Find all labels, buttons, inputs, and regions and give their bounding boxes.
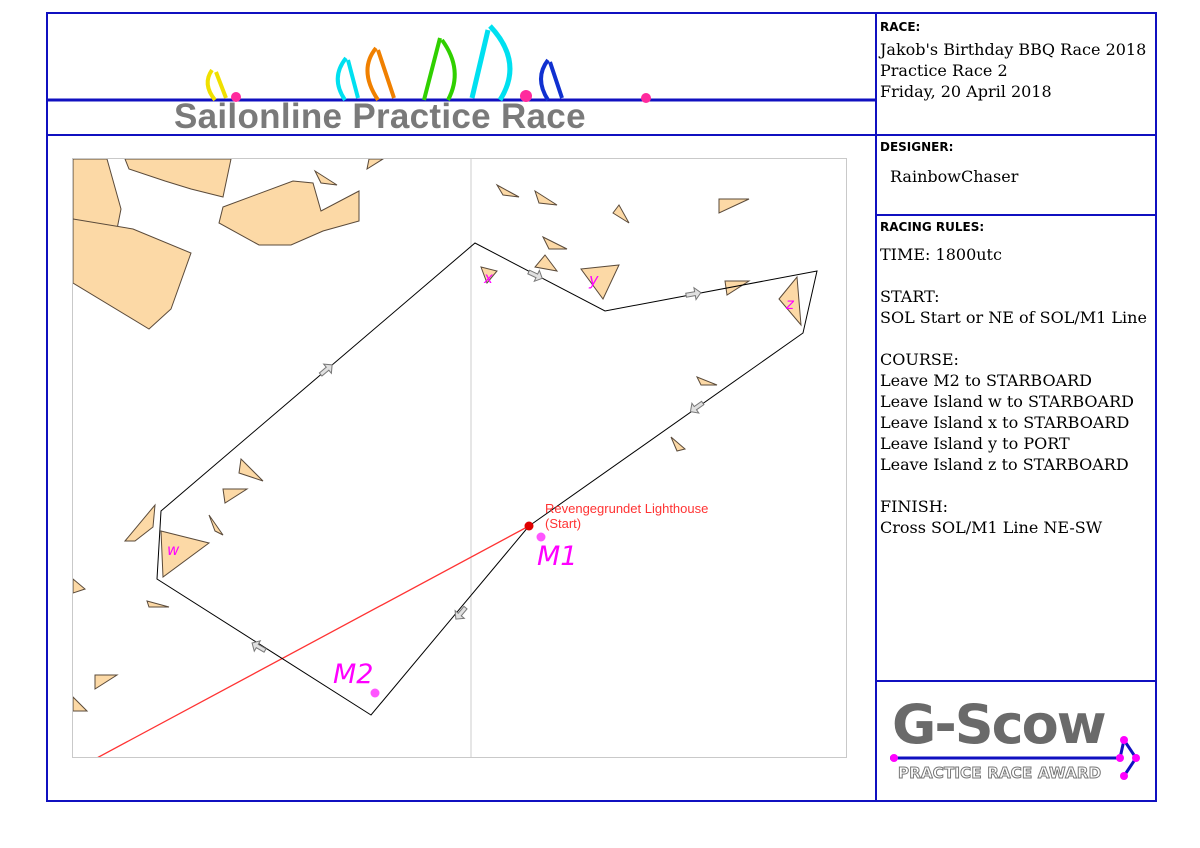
race-name: Jakob's Birthday BBQ Race 2018 [880, 40, 1147, 59]
start-label: (Start) [545, 516, 581, 531]
banner-mark-1 [231, 92, 241, 102]
banner-mark-2 [520, 90, 532, 102]
land-mass [495, 183, 520, 198]
land-mass [73, 159, 122, 240]
direction-arrow [685, 286, 702, 301]
land-mass [695, 376, 718, 386]
award-mark [1116, 754, 1124, 762]
land-mass [541, 235, 568, 250]
land-mass [580, 264, 620, 300]
land-mass [366, 159, 384, 171]
lighthouse-label: Revengegrundet Lighthouse [545, 501, 708, 516]
award-panel [875, 680, 1157, 802]
sail-orange [365, 46, 396, 102]
award-logo: G-Scow PRACTICE RACE AWARD [880, 684, 1152, 798]
land-mass [612, 204, 630, 224]
sail-yellow [205, 68, 228, 102]
rules-course-heading: COURSE: [880, 350, 959, 369]
mark-m2-label: M2 [333, 659, 373, 690]
island-z-label: z [785, 295, 795, 313]
rules-course-line: Leave M2 to STARBOARD [880, 371, 1092, 390]
designer-name: RainbowChaser [890, 167, 1019, 186]
rules-time: TIME: 1800utc [880, 245, 1002, 264]
direction-arrow [251, 640, 267, 653]
land-mass [146, 600, 170, 608]
course-route [156, 242, 818, 716]
direction-arrow [318, 363, 333, 377]
land-mass [208, 514, 224, 536]
sail-cyan-big [469, 24, 513, 102]
rules-course-line: Leave Island x to STARBOARD [880, 413, 1130, 432]
land-mass [778, 275, 802, 327]
award-hull-line [1118, 736, 1138, 777]
island-y-label: y [588, 270, 599, 289]
land-mass [238, 457, 264, 482]
mark-m2-dot [370, 688, 380, 698]
land-mass [160, 530, 211, 578]
land-mass [73, 696, 89, 712]
land-mass [123, 503, 156, 542]
award-title: G-Scow [892, 693, 1107, 756]
land-mass [73, 218, 192, 330]
award-mark [890, 754, 898, 762]
direction-arrow [689, 400, 705, 414]
award-graphic [890, 736, 1140, 780]
island-w-label: w [167, 541, 180, 559]
direction-arrow [527, 269, 543, 283]
course-map: Revengegrundet Lighthouse (Start) M1 M2 … [72, 158, 847, 758]
mark-m1-dot [536, 532, 546, 542]
race-date: Friday, 20 April 2018 [880, 82, 1052, 101]
award-mark [1120, 736, 1128, 744]
header-title: Sailonline Practice Race [174, 97, 586, 136]
rules-finish-text: Cross SOL/M1 Line NE-SW [880, 518, 1103, 537]
race-subtitle: Practice Race 2 [880, 61, 1008, 80]
rules-label: RACING RULES: [880, 220, 985, 234]
award-mark [1120, 772, 1128, 780]
rules-finish-heading: FINISH: [880, 497, 949, 516]
land-mass [534, 254, 559, 272]
banner-mark-3 [641, 93, 651, 103]
sail-cyan [335, 56, 360, 102]
map-svg: Revengegrundet Lighthouse (Start) M1 M2 … [73, 159, 818, 757]
sail-green [422, 37, 457, 101]
designer-label: DESIGNER: [880, 140, 954, 154]
land-mass [480, 266, 498, 284]
rules-course-line: Leave Island w to STARBOARD [880, 392, 1134, 411]
start-line [97, 525, 530, 757]
land-mass [73, 578, 87, 594]
sail-blue [539, 58, 564, 102]
land-mass [94, 674, 119, 690]
award-subtitle: PRACTICE RACE AWARD [897, 764, 1102, 783]
mark-m1-label: M1 [537, 541, 577, 572]
race-label: RACE: [880, 20, 921, 34]
land-mass [222, 488, 249, 504]
award-mark [1132, 754, 1140, 762]
rules-start-heading: START: [880, 287, 940, 306]
header-banner [48, 24, 875, 103]
rules-course-line: Leave Island z to STARBOARD [880, 455, 1129, 474]
lighthouse-marker [524, 521, 534, 531]
rules-start-text: SOL Start or NE of SOL/M1 Line [880, 308, 1147, 327]
island-x-label: x [483, 269, 493, 287]
land-mass [218, 180, 360, 246]
land-mass [718, 198, 750, 214]
land-mass [534, 189, 558, 206]
land-mass [670, 436, 687, 452]
rules-course-line: Leave Island y to PORT [880, 434, 1070, 453]
direction-arrow [454, 605, 468, 620]
land-mass [124, 159, 232, 198]
land-mass [313, 169, 338, 186]
